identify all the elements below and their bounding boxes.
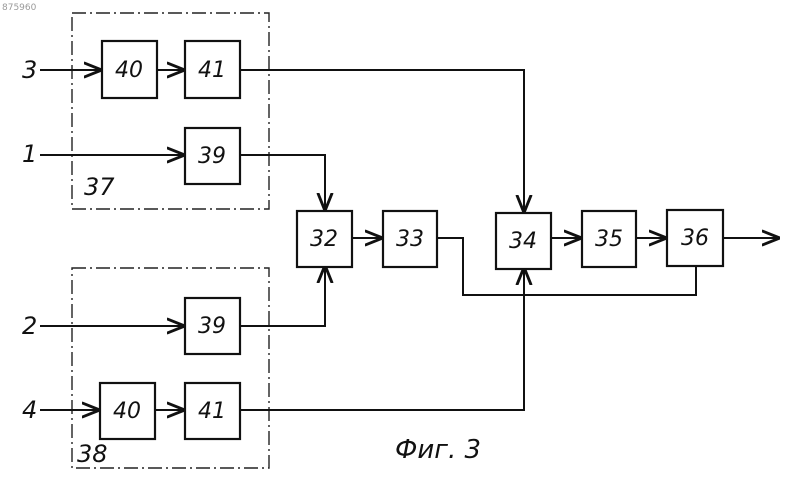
wire-41-to-34-bottom <box>240 269 524 410</box>
svg-text:32: 32 <box>310 227 338 252</box>
wire-33-to-feedback <box>437 238 696 295</box>
figure-caption: Фиг. 3 <box>395 435 481 465</box>
svg-text:39: 39 <box>198 314 226 339</box>
svg-text:41: 41 <box>198 399 226 424</box>
svg-text:34: 34 <box>509 229 537 254</box>
svg-text:40: 40 <box>113 399 141 424</box>
wire-39-to-32-top <box>240 155 325 209</box>
group-38-label: 38 <box>77 440 108 468</box>
input-4-label: 4 <box>22 396 37 424</box>
group-37-label: 37 <box>84 173 115 201</box>
block-40-bottom: 40 <box>100 383 155 439</box>
block-41-bottom: 41 <box>185 383 240 439</box>
block-39-top: 39 <box>185 128 240 184</box>
wire-41-to-34 <box>240 70 524 211</box>
svg-text:36: 36 <box>681 226 709 251</box>
block-40-top: 40 <box>102 41 157 98</box>
block-41-top: 41 <box>185 41 240 98</box>
input-1-label: 1 <box>22 140 37 168</box>
block-33: 33 <box>383 211 437 267</box>
svg-text:35: 35 <box>595 227 623 252</box>
block-35: 35 <box>582 211 636 267</box>
block-32: 32 <box>297 211 352 267</box>
input-3-label: 3 <box>22 56 37 84</box>
block-36: 36 <box>667 210 723 266</box>
block-34: 34 <box>496 213 551 269</box>
svg-text:41: 41 <box>198 58 226 83</box>
svg-text:40: 40 <box>115 58 143 83</box>
input-2-label: 2 <box>22 312 37 340</box>
svg-text:39: 39 <box>198 144 226 169</box>
wire-39-to-32-bottom <box>240 267 325 326</box>
document-stamp: 875960 <box>2 3 37 13</box>
svg-text:33: 33 <box>396 227 424 252</box>
block-39-bottom: 39 <box>185 298 240 354</box>
